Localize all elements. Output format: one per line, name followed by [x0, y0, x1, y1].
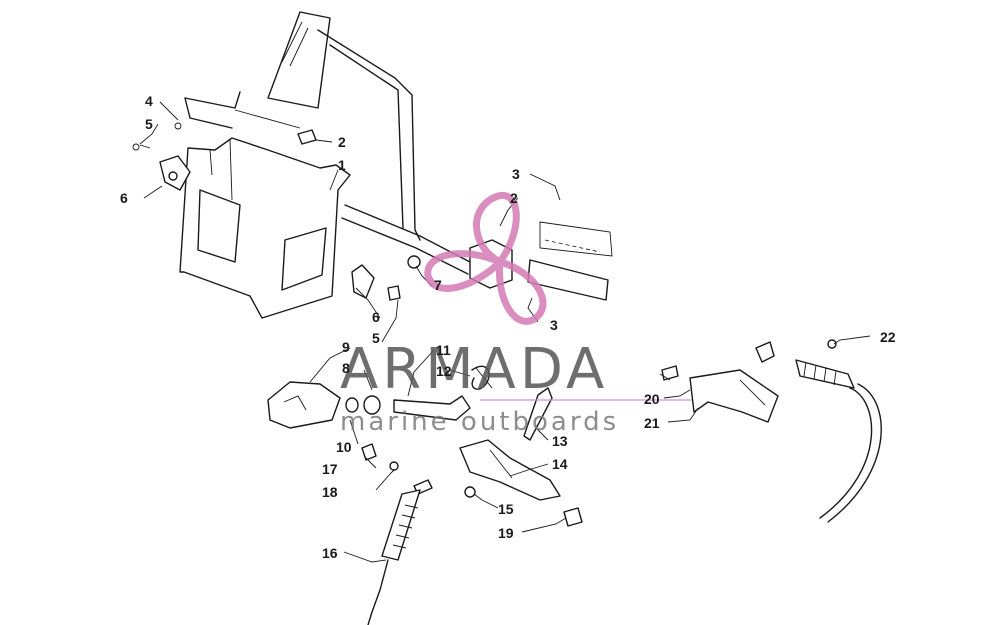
leader-lines [139, 101, 871, 563]
watermark-title: ARMADA [340, 337, 608, 402]
callout-5b: 5 [372, 330, 380, 346]
cable-bracket-21 [661, 365, 779, 423]
callout-8: 8 [342, 360, 350, 376]
callout-2a: 2 [338, 134, 346, 150]
callout-22: 22 [880, 329, 896, 345]
callout-6b: 6 [372, 309, 380, 325]
callout-11: 11 [436, 342, 451, 358]
throttle-cable-22 [755, 339, 882, 523]
shift-lever-assembly [267, 365, 583, 527]
callout-18: 18 [322, 484, 338, 500]
callout-9: 9 [342, 339, 350, 355]
watermark-subtitle: marine outboards [340, 407, 619, 437]
callout-4: 4 [145, 93, 153, 109]
callout-2b: 2 [510, 190, 518, 206]
callout-19: 19 [498, 525, 514, 541]
callout-15: 15 [498, 501, 514, 517]
callout-5a: 5 [145, 116, 153, 132]
callout-labels: 1 2 2 3 3 4 5 5 6 6 7 8 9 10 11 12 13 14… [120, 93, 896, 561]
callout-21: 21 [644, 415, 660, 431]
callout-20: 20 [644, 391, 660, 407]
callout-14: 14 [552, 456, 568, 472]
callout-13: 13 [552, 433, 568, 449]
callout-3a: 3 [512, 166, 520, 182]
shift-cable-16 [367, 479, 433, 625]
callout-17: 17 [322, 461, 338, 477]
callout-16: 16 [322, 545, 338, 561]
armada-logo-watermark: ARMADA marine outboards [340, 191, 692, 437]
callout-10: 10 [336, 439, 352, 455]
callout-3b: 3 [550, 317, 558, 333]
callout-1: 1 [338, 157, 346, 173]
propeller-logo-icon [424, 191, 547, 325]
callout-7: 7 [434, 277, 442, 293]
callout-6a: 6 [120, 190, 128, 206]
callout-12: 12 [436, 363, 452, 379]
